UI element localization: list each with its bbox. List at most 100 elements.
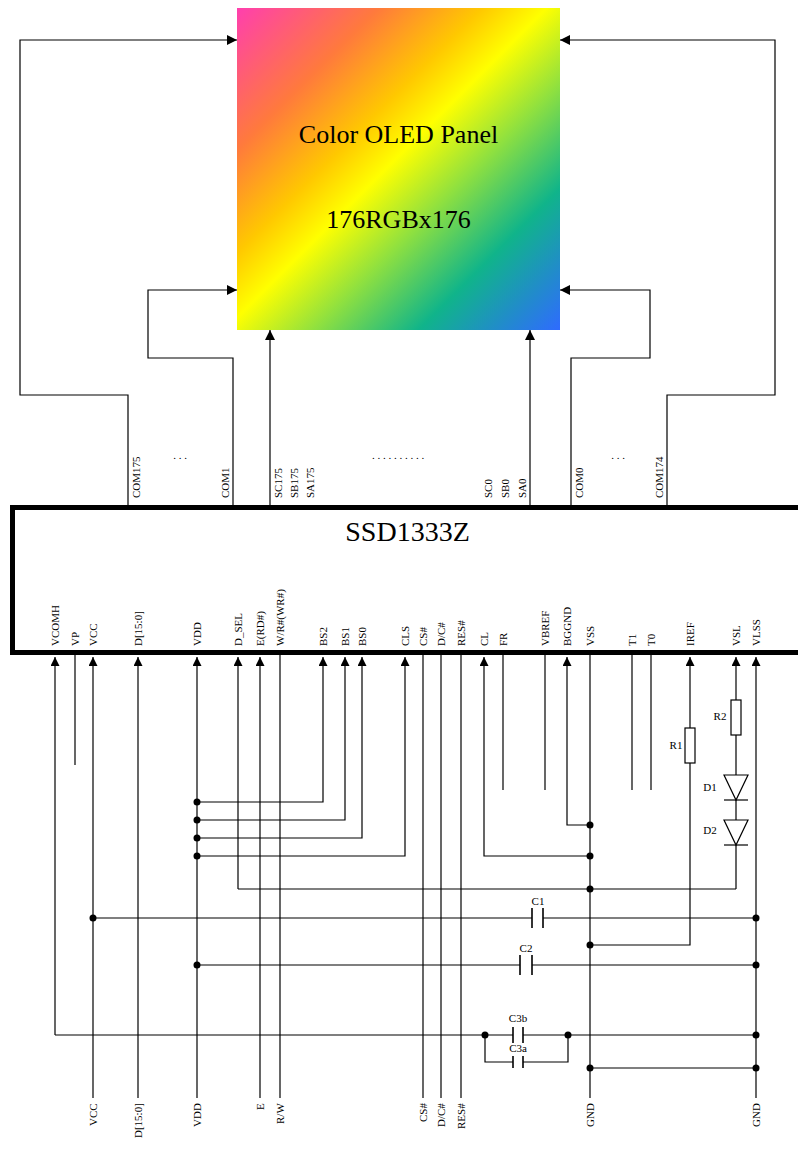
signal-connector <box>148 290 237 505</box>
capacitor-symbol <box>512 1027 514 1043</box>
part-label: C3b <box>509 1012 527 1024</box>
part-label: C1 <box>532 895 545 907</box>
pin-name: CLS <box>399 626 411 646</box>
pin-name: VBREF <box>539 611 551 646</box>
pin-name: CL <box>478 632 490 646</box>
pin-wire <box>544 655 545 790</box>
pin-name: BS0 <box>356 627 368 646</box>
pin-wire <box>197 657 362 838</box>
ellipsis: . . . <box>173 449 187 461</box>
junction-dot <box>587 853 594 860</box>
diode-symbol <box>724 775 748 845</box>
diode-symbol <box>724 775 748 800</box>
junction-dot <box>587 822 594 829</box>
pin-name: VCOMH <box>49 605 61 646</box>
junction-dot <box>753 1065 760 1072</box>
pin-name: BS2 <box>317 627 329 646</box>
capacitor-symbol <box>512 1056 514 1068</box>
pin-name: BGGND <box>561 607 573 646</box>
signal-name: D/C# <box>435 1103 447 1127</box>
pin-wire <box>590 1067 756 1068</box>
pin-name: BS1 <box>339 627 351 646</box>
pin-wire <box>237 657 238 889</box>
pin-name: E(RD#) <box>254 611 266 646</box>
signal-connector <box>529 330 530 505</box>
part-label: C3a <box>509 1042 527 1054</box>
pin-wire <box>196 657 197 1098</box>
signal-name: RES# <box>455 1103 467 1129</box>
pin-name: W/R#(WR#) <box>274 589 286 646</box>
chip-name: SSD1333Z <box>15 516 798 548</box>
signal-connector <box>269 330 270 505</box>
signal-name: GND <box>584 1103 596 1127</box>
pin-wire <box>197 964 756 965</box>
pin-wire <box>279 655 280 1098</box>
pin-wire <box>238 888 736 889</box>
capacitor-symbol <box>542 908 544 928</box>
pin-name: SA0 <box>516 478 528 498</box>
pin-name: VSS <box>584 626 596 646</box>
signal-connector <box>20 40 237 505</box>
junction-dot <box>565 1032 572 1039</box>
panel-title: 176RGBx176 <box>237 205 560 235</box>
junction-dot <box>587 1065 594 1072</box>
pin-wire <box>259 657 260 1098</box>
part-label: C2 <box>520 942 533 954</box>
pin-name: T1 <box>626 634 638 646</box>
junction-dot <box>587 886 594 893</box>
pin-wire <box>484 657 590 856</box>
pin-wire <box>55 1034 756 1035</box>
diode-symbol <box>724 820 748 845</box>
junction-dot <box>90 915 97 922</box>
signal-name: D[15:0] <box>132 1103 144 1138</box>
pin-name: VSL <box>730 625 742 646</box>
junction-dot <box>753 1032 760 1039</box>
junction-dot <box>194 799 201 806</box>
pin-name: VP <box>69 632 81 646</box>
pin-wire <box>137 657 138 1098</box>
pin-name: SC175 <box>272 468 284 498</box>
ellipsis: . . . <box>611 449 625 461</box>
signal-connector <box>560 290 650 505</box>
pin-name: IREF <box>684 622 696 646</box>
pin-name: SB175 <box>288 468 300 498</box>
part-label: R2 <box>714 710 727 722</box>
pin-wire <box>197 657 323 802</box>
pin-wire <box>422 655 423 1098</box>
pin-wire <box>197 657 405 856</box>
junction-dot <box>753 915 760 922</box>
pin-name: COM175 <box>130 456 142 498</box>
part-label: D1 <box>703 781 716 793</box>
signal-connector <box>560 40 775 505</box>
pin-wire <box>590 763 690 945</box>
pin-wire <box>74 655 75 765</box>
junction-dot <box>587 942 594 949</box>
pin-name: SC0 <box>482 479 494 498</box>
pin-wire <box>197 657 345 820</box>
junction-dot <box>482 1032 489 1039</box>
pin-wire <box>567 657 590 825</box>
signal-name: GND <box>750 1103 762 1127</box>
junction-dot <box>194 817 201 824</box>
resistor-symbol <box>685 728 695 763</box>
signal-name: E <box>254 1103 266 1110</box>
pin-wire <box>460 655 461 1098</box>
ellipsis: . . . . . . . . . . <box>372 449 424 461</box>
pin-name: VLSS <box>750 619 762 646</box>
capacitor-symbol <box>522 1056 524 1068</box>
signal-name: CS# <box>417 1103 429 1122</box>
resistor-symbol <box>731 700 741 735</box>
pin-name: D/C# <box>435 622 447 646</box>
part-label: D2 <box>703 824 716 836</box>
diode-symbol <box>724 799 748 800</box>
pin-wire <box>54 657 55 1035</box>
capacitor-symbol <box>519 955 521 975</box>
signal-name: R/W <box>274 1103 286 1124</box>
junction-dot <box>194 853 201 860</box>
pin-wire <box>55 655 756 1098</box>
pin-wire <box>93 917 756 918</box>
pin-wire <box>735 735 736 889</box>
pin-name: VDD <box>191 622 203 646</box>
pin-name: COM1 <box>219 467 231 498</box>
pin-wire <box>631 655 632 790</box>
